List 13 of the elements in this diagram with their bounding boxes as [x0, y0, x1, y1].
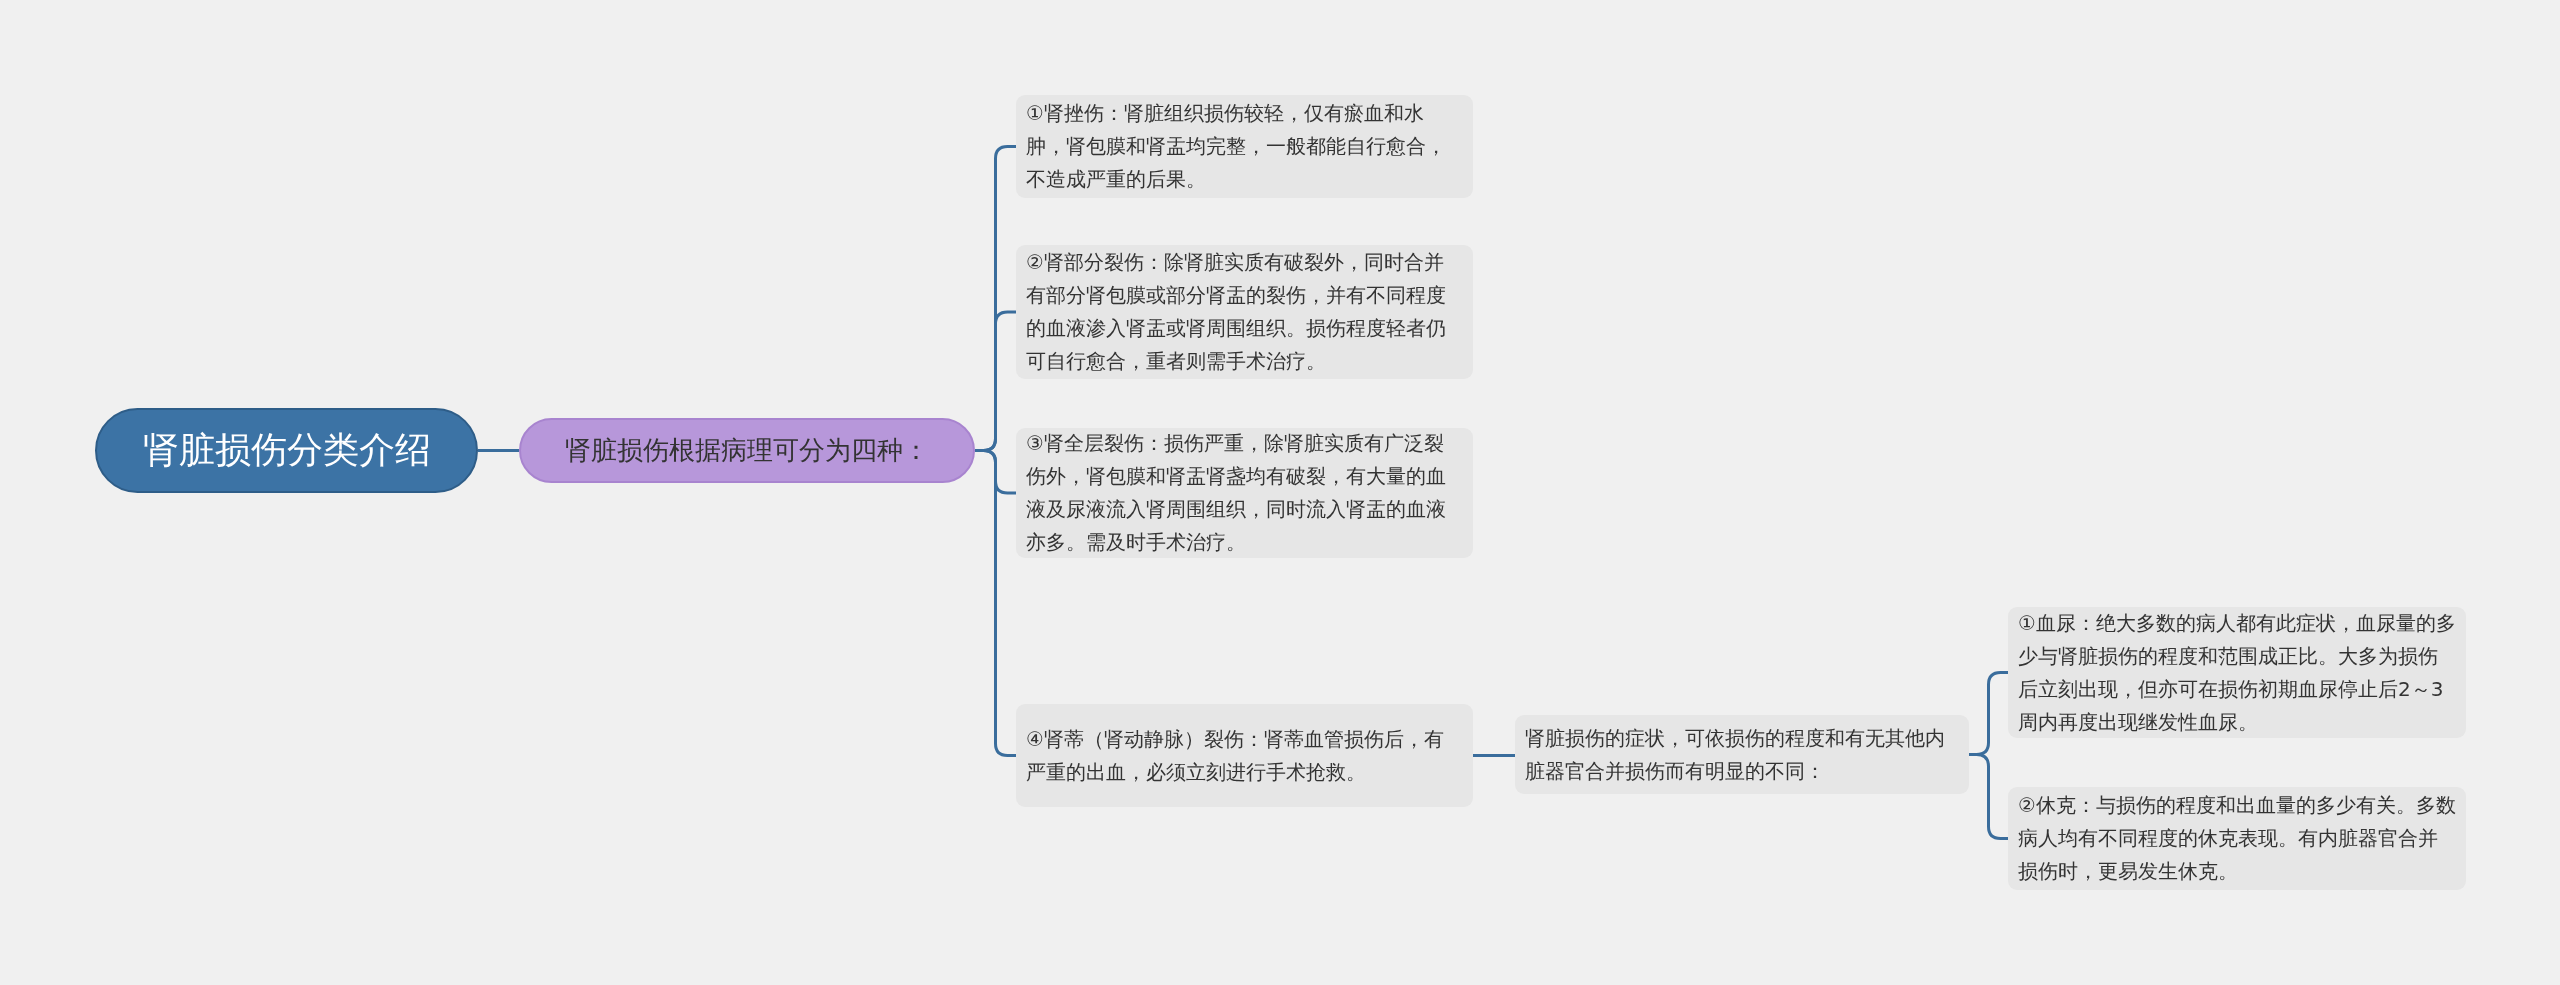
topic-box: ②肾部分裂伤：除肾脏实质有破裂外，同时合并有部分肾包膜或部分肾盂的裂伤，并有不同程度的血液渗入肾盂或肾周围组织。损伤程度轻者仍可自行愈合，重者则需手术治疗。 [1016, 245, 1473, 379]
connector-line [1473, 754, 1515, 757]
topic-box: 肾脏损伤根据病理可分为四种： [519, 418, 975, 483]
topic-box: ③肾全层裂伤：损伤严重，除肾脏实质有广泛裂伤外，肾包膜和肾盂肾盏均有破裂，有大量的血液及尿液流入肾周围组织，同时流入肾盂的血液亦多。需及时手术治疗。 [1016, 428, 1473, 558]
topic-box: ④肾蒂（肾动静脉）裂伤：肾蒂血管损伤后，有严重的出血，必须立刻进行手术抢救。 [1016, 704, 1473, 807]
topic-box: 肾脏损伤的症状，可依损伤的程度和有无其他内脏器官合并损伤而有明显的不同： [1515, 715, 1969, 794]
topic-box: ①血尿：绝大多数的病人都有此症状，血尿量的多少与肾脏损伤的程度和范围成正比。大多为损伤后立刻出现，但亦可在损伤初期血尿停止后2～3周内再度出现继发性血尿。 [2008, 607, 2466, 738]
title-box: 肾脏损伤分类介绍 [95, 408, 478, 493]
topic-box: ①肾挫伤：肾脏组织损伤较轻，仅有瘀血和水肿，肾包膜和肾盂均完整，一般都能自行愈合，不造成严重的后果。 [1016, 95, 1473, 198]
connector-line [975, 449, 1016, 757]
topic-box: ②休克：与损伤的程度和出血量的多少有关。多数病人均有不同程度的休克表现。有内脏器官合并损伤时，更易发生休克。 [2008, 787, 2466, 890]
connector-line [1969, 753, 2008, 840]
connector-line [478, 449, 519, 452]
